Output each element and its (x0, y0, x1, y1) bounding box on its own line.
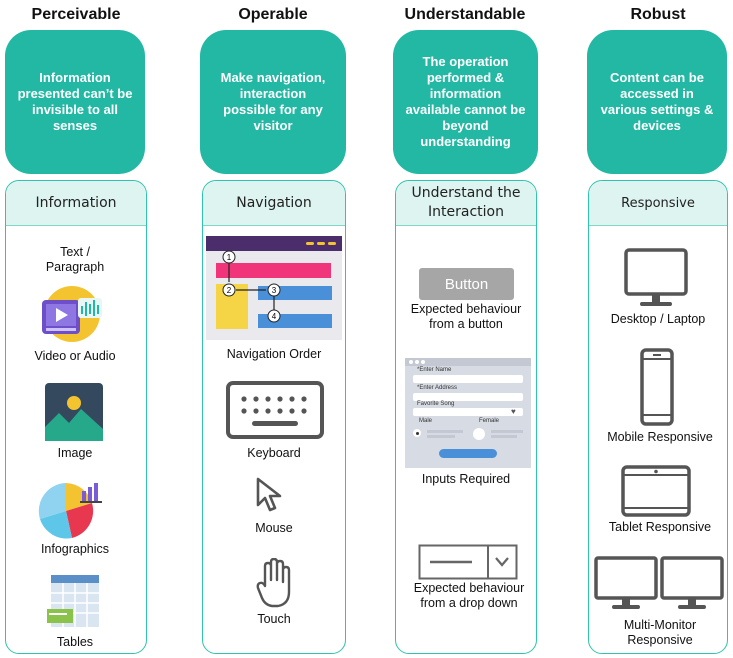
button-behaviour-label: Expected behaviour from a button (410, 302, 522, 331)
dropdown-icon (418, 544, 518, 580)
desktop-icon (624, 248, 688, 306)
perceivable-title: Perceivable (31, 6, 121, 23)
form-male-label: Male (419, 418, 433, 424)
navigation-order-label: Navigation Order (226, 347, 322, 361)
form-name-field (413, 375, 523, 383)
nav-step-1: 1 (227, 253, 232, 262)
tablet-label: Tablet Responsive (608, 520, 712, 534)
perceivable-panel-header: Information (6, 181, 146, 226)
form-address-field (413, 393, 523, 401)
understandable-title: Understandable (404, 6, 526, 23)
understandable-description: The operation performed & information av… (393, 30, 538, 174)
keyboard-label: Keyboard (247, 446, 301, 460)
robust-panel-header: Responsive (589, 181, 727, 226)
form-address-label: *Enter Address (417, 385, 458, 391)
multi-monitor-icon (594, 556, 724, 609)
mouse-pointer-icon (256, 477, 282, 512)
understandable-panel-header: Understand the Interaction (396, 181, 536, 226)
dropdown-behaviour-label: Expected behaviour from a drop down (413, 581, 525, 610)
hand-touch-icon (256, 558, 291, 608)
desktop-label: Desktop / Laptop (610, 312, 706, 326)
mobile-label: Mobile Responsive (607, 430, 713, 444)
operable-panel-header: Navigation (203, 181, 345, 226)
form-icon: *Enter Name *Enter Address Favorite Song… (405, 358, 531, 468)
form-female-label: Female (479, 418, 500, 424)
robust-description: Content can be accessed in various setti… (587, 30, 727, 174)
form-submit-button (439, 449, 497, 458)
nav-step-2-marker (222, 283, 236, 297)
tablet-icon (621, 465, 691, 517)
robust-title: Robust (630, 6, 686, 23)
nav-step-4-marker (267, 309, 281, 323)
text-paragraph-label: Text / Paragraph (45, 245, 105, 274)
mouse-label: Mouse (255, 521, 293, 535)
nav-step-1-marker (222, 250, 236, 264)
nav-step-3-marker (267, 283, 281, 297)
multi-monitor-label: Multi-Monitor Responsive (623, 618, 697, 647)
perceivable-description: Information presented can’t be invisible… (5, 30, 145, 174)
inputs-required-label: Inputs Required (421, 472, 511, 486)
form-name-label: *Enter Name (417, 367, 452, 373)
infographics-label: Infographics (40, 542, 110, 556)
operable-description: Make navigation, interaction possible fo… (200, 30, 346, 174)
mobile-icon (640, 348, 674, 426)
nav-step-4: 4 (272, 312, 277, 321)
operable-title: Operable (238, 6, 308, 23)
video-audio-icon (42, 286, 102, 342)
heart-icon: ♥ (511, 407, 516, 416)
video-audio-label: Video or Audio (34, 349, 116, 363)
tables-icon (47, 575, 99, 627)
touch-label: Touch (257, 612, 291, 626)
female-radio (473, 428, 485, 440)
nav-step-2: 2 (227, 286, 232, 295)
keyboard-icon (226, 381, 324, 439)
form-song-field (413, 408, 523, 416)
tables-label: Tables (56, 635, 94, 649)
form-song-label: Favorite Song (417, 401, 455, 407)
infographics-icon (38, 483, 102, 539)
robust-panel: Responsive (588, 180, 728, 654)
nav-step-3: 3 (272, 286, 277, 295)
image-icon (45, 383, 103, 441)
button-icon: Button (419, 268, 514, 300)
navigation-order-icon: 1 2 3 4 (206, 236, 342, 340)
image-label: Image (57, 446, 93, 460)
